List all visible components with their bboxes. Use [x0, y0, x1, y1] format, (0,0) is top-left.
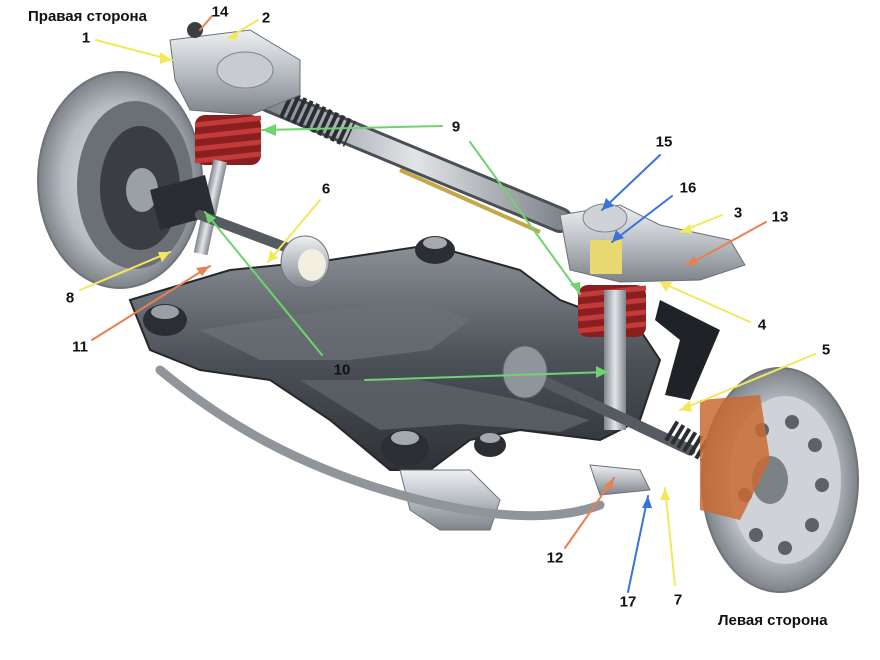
- leader-7: [664, 487, 676, 586]
- left-spring: [577, 285, 720, 430]
- leader-10b: [364, 371, 609, 381]
- callout-label-1: 1: [81, 29, 91, 47]
- arrowhead-12: [604, 478, 614, 490]
- callout-label-15: 15: [655, 133, 673, 151]
- left-side-title: Левая сторона: [718, 612, 828, 629]
- leader-17: [627, 495, 649, 593]
- arrowhead-9b: [570, 282, 580, 294]
- leader-14: [199, 15, 213, 31]
- arrowhead-17: [642, 496, 652, 508]
- callout-label-3: 3: [733, 204, 743, 222]
- arrowhead-4: [660, 282, 672, 292]
- arrowhead-6: [268, 250, 278, 262]
- arrowhead-15: [602, 198, 614, 210]
- callout-label-10: 10: [333, 361, 351, 379]
- left-upper-assembly: [559, 203, 746, 283]
- leader-12: [564, 477, 615, 549]
- callout-lines: [79, 15, 816, 593]
- left-wheel: [700, 367, 859, 593]
- right-drive-shaft: [195, 210, 330, 289]
- arrowhead-2: [228, 30, 240, 40]
- callout-label-8: 8: [65, 289, 75, 307]
- anti-roll-bar: [155, 365, 605, 521]
- callout-label-16: 16: [679, 179, 697, 197]
- right-side-title: Правая сторона: [28, 8, 147, 25]
- callout-label-12: 12: [546, 549, 564, 567]
- leader-1: [95, 39, 173, 61]
- leader-9b: [469, 141, 581, 295]
- right-upper-assembly: [169, 22, 301, 116]
- arrowhead-10b: [596, 366, 608, 378]
- callout-arrowheads: [158, 30, 698, 508]
- callout-label-13: 13: [771, 208, 789, 226]
- arrowhead-9a: [262, 124, 276, 136]
- leader-5: [679, 353, 816, 411]
- callout-label-5: 5: [821, 341, 831, 359]
- callout-label-11: 11: [72, 338, 88, 356]
- arrowhead-3: [680, 224, 692, 234]
- leader-9a: [261, 125, 443, 131]
- leader-10a: [204, 211, 323, 356]
- callout-label-7: 7: [673, 591, 683, 609]
- callout-label-4: 4: [757, 316, 767, 334]
- arrowhead-10a: [205, 212, 216, 224]
- arrowhead-7: [660, 488, 670, 500]
- arrowhead-5: [680, 400, 692, 412]
- callout-label-2: 2: [261, 9, 271, 27]
- leader-11: [91, 265, 211, 341]
- leader-6: [267, 199, 321, 263]
- leader-8: [79, 251, 171, 291]
- right-wheel: [37, 71, 203, 289]
- leader-15: [601, 154, 661, 211]
- arrowhead-1: [160, 52, 172, 64]
- left-drive-shaft: [502, 345, 726, 470]
- leader-4: [659, 281, 751, 323]
- arrowhead-16: [612, 230, 624, 242]
- leader-13: [685, 221, 767, 267]
- steering-rack: [257, 87, 573, 234]
- arrowhead-8: [158, 252, 170, 262]
- callout-label-17: 17: [619, 593, 637, 611]
- leader-16: [611, 195, 673, 243]
- callout-label-14: 14: [211, 3, 229, 21]
- subframe: [128, 236, 662, 531]
- left-lower-arm: [589, 464, 651, 496]
- arrowhead-11: [196, 266, 210, 276]
- arrowhead-13: [686, 256, 698, 266]
- callout-label-9: 9: [451, 118, 461, 136]
- callout-label-6: 6: [321, 180, 331, 198]
